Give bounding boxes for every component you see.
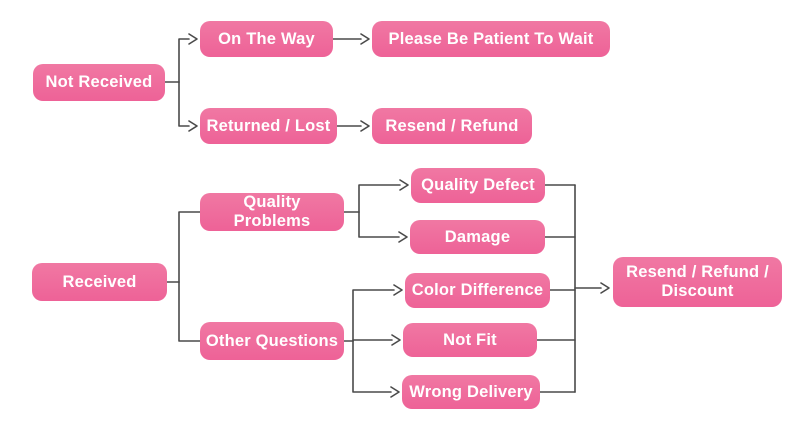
node-please-be-patient: Please Be Patient To Wait — [372, 21, 610, 57]
edge-not-received-on-the-way — [178, 33, 198, 83]
node-returned-lost: Returned / Lost — [200, 108, 337, 144]
edge-received-quality-problems — [178, 211, 201, 283]
edge-returned-lost-resend-refund — [336, 120, 370, 132]
edge-not-received-returned-lost — [178, 81, 198, 132]
node-color-difference: Color Difference — [405, 273, 550, 308]
edge-quality-problems-damage — [358, 211, 408, 243]
node-resend-refund: Resend / Refund — [372, 108, 532, 144]
edge-collector-resend-refund-discount — [574, 282, 610, 294]
node-quality-problems: Quality Problems — [200, 193, 344, 231]
node-not-received: Not Received — [33, 64, 165, 101]
node-wrong-delivery: Wrong Delivery — [402, 375, 540, 409]
edge-other-questions-not-fit — [352, 334, 401, 346]
edge-other-questions-color-difference — [352, 284, 403, 342]
node-not-fit: Not Fit — [403, 323, 537, 357]
node-other-questions: Other Questions — [200, 322, 344, 360]
node-received: Received — [32, 263, 167, 301]
node-on-the-way: On The Way — [200, 21, 333, 57]
edge-received-other-questions — [178, 281, 201, 342]
edge-on-the-way-please-wait — [332, 33, 370, 45]
node-resend-refund-discount: Resend / Refund / Discount — [613, 257, 782, 307]
edge-other-questions-wrong-delivery — [352, 340, 400, 398]
node-damage: Damage — [410, 220, 545, 254]
node-quality-defect: Quality Defect — [411, 168, 545, 203]
edge-quality-problems-quality-defect — [358, 179, 409, 213]
